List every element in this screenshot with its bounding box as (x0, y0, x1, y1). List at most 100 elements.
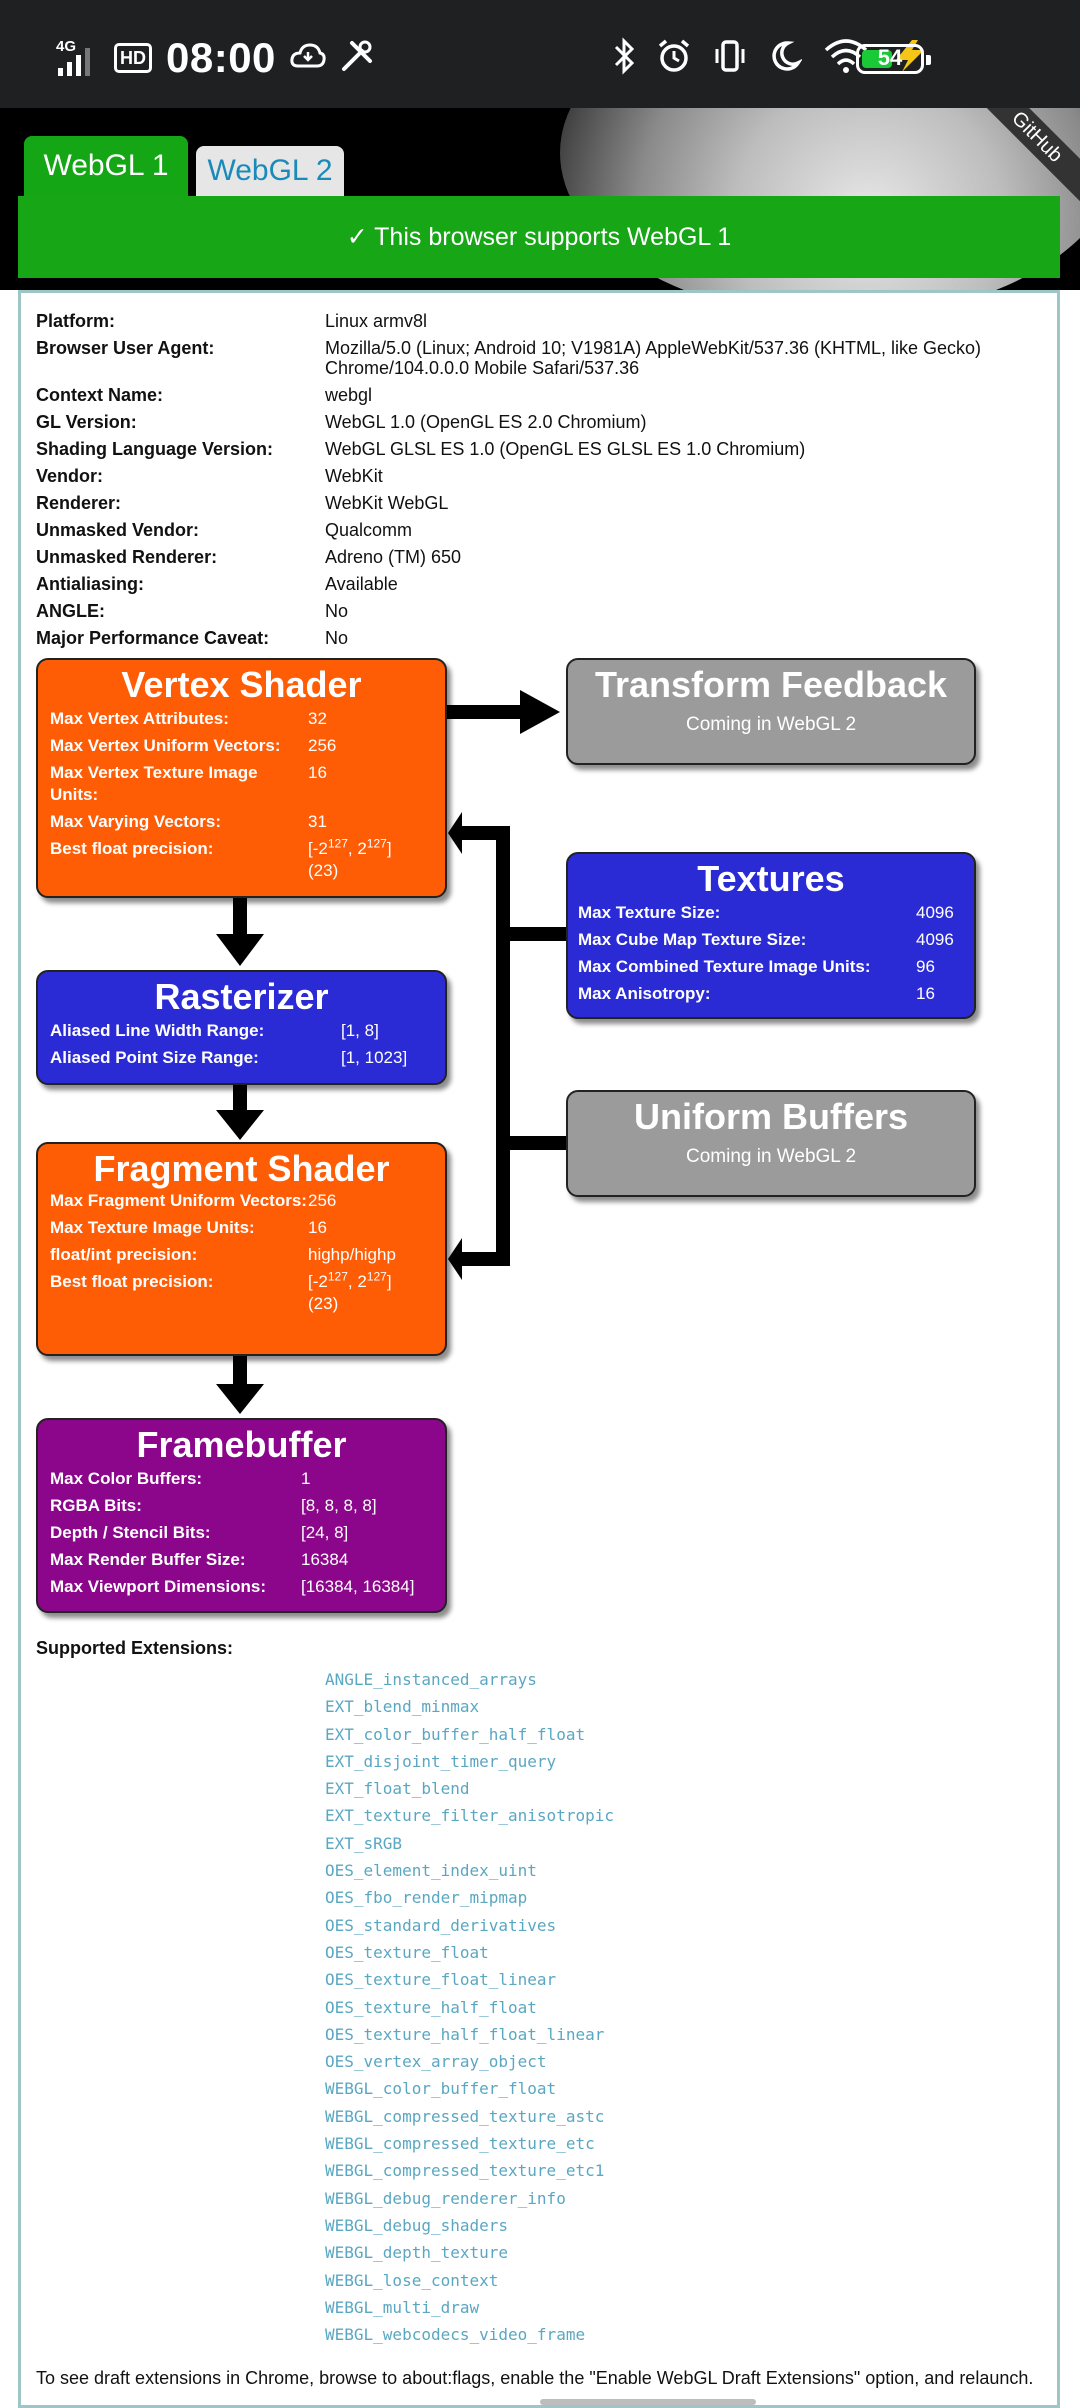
uniform-buffers-title: Uniform Buffers (633, 1096, 908, 1137)
battery-level: 54 (877, 45, 903, 70)
battery-icon: 54 (856, 44, 931, 74)
extension-link[interactable]: OES_fbo_render_mipmap (325, 1888, 528, 1908)
prop-row: float/int precision:highp/highp (50, 1244, 435, 1266)
info-value: No (325, 628, 349, 648)
prop-value: 16 (308, 1218, 327, 1237)
extension-link[interactable]: OES_texture_half_float_linear (325, 2024, 605, 2044)
float-precision-value: [-2127, 2127] (23) (308, 836, 392, 880)
context-info-table: Platform:Linux armv8l Browser User Agent… (36, 308, 1046, 652)
prop-key: Max Vertex Uniform Vectors: (50, 736, 281, 755)
prop-value: highp/highp (308, 1245, 396, 1264)
horizontal-scrollbar[interactable] (540, 2399, 756, 2405)
prop-row: Depth / Stencil Bits: [24, 8] (50, 1522, 435, 1544)
extension-link[interactable]: EXT_blend_minmax (325, 1697, 480, 1717)
tools-icon (340, 39, 374, 78)
extension-link[interactable]: WEBGL_color_buffer_float (325, 2079, 557, 2099)
prop-key: Max Fragment Uniform Vectors: (50, 1191, 307, 1210)
extension-link[interactable]: OES_texture_float_linear (325, 1970, 557, 1990)
charging-icon (890, 38, 930, 79)
info-row-unmasked-vendor: Unmasked Vendor:Qualcomm (36, 517, 1046, 544)
prop-key: Best float precision: (50, 839, 214, 858)
prop-key: Max Anisotropy: (578, 984, 711, 1003)
info-row-antialiasing: Antialiasing:Available (36, 571, 1046, 598)
prop-key: Max Color Buffers: (50, 1469, 203, 1488)
tab-webgl-1[interactable]: WebGL 1 (24, 136, 188, 196)
extension-link[interactable]: WEBGL_depth_texture (325, 2243, 509, 2263)
prop-row: RGBA Bits:[8, 8, 8, 8] (50, 1495, 435, 1517)
draft-extensions-note: To see draft extensions in Chrome, brows… (36, 2368, 1034, 2388)
info-row-shading-language: Shading Language Version:WebGL GLSL ES 1… (36, 436, 1046, 463)
prop-value: 16 (308, 763, 327, 782)
tab-webgl-2[interactable]: WebGL 2 (196, 146, 344, 196)
prop-value: [1, 8] (341, 1021, 379, 1040)
extension-link[interactable]: EXT_sRGB (325, 1833, 403, 1853)
prop-key: Max Texture Size: (578, 903, 721, 922)
extension-link[interactable]: OES_texture_half_float (325, 1997, 537, 2017)
signal-icon: 4G (56, 38, 100, 78)
prop-key: Max Render Buffer Size: (50, 1550, 246, 1569)
prop-key: Max Vertex Texture Image Units: (50, 763, 258, 804)
extension-link[interactable]: ANGLE_instanced_arrays (325, 1670, 537, 1689)
extension-link[interactable]: OES_element_index_uint (325, 1861, 537, 1881)
extension-link[interactable]: WEBGL_webcodecs_video_frame (325, 2325, 586, 2345)
prop-row: Max Fragment Uniform Vectors:256 (50, 1190, 435, 1212)
prop-value: [24, 8] (301, 1523, 349, 1542)
extension-link[interactable]: WEBGL_compressed_texture_astc (325, 2106, 605, 2126)
prop-key: Depth / Stencil Bits: (50, 1523, 211, 1542)
clock: 08:00 (166, 34, 276, 81)
extension-link[interactable]: WEBGL_compressed_texture_etc1 (325, 2161, 605, 2181)
fragment-shader-title: Fragment Shader (93, 1148, 390, 1189)
transform-feedback-title: Transform Feedback (594, 664, 948, 705)
extension-link[interactable]: WEBGL_compressed_texture_etc (325, 2134, 595, 2154)
prop-value: 31 (308, 812, 327, 831)
extension-link[interactable]: OES_vertex_array_object (325, 2052, 547, 2072)
moon-icon (768, 39, 803, 78)
extension-link[interactable]: EXT_color_buffer_half_float (325, 1724, 586, 1744)
info-value: WebKit (325, 466, 383, 486)
float-precision-value: [-2127, 2127] (23) (308, 1269, 392, 1313)
extension-link[interactable]: EXT_disjoint_timer_query (325, 1751, 557, 1771)
prop-key: Aliased Point Size Range: (50, 1048, 259, 1067)
prop-value: 4096 (916, 903, 954, 922)
status-bar: 4G HD 08:00 (0, 0, 1080, 108)
extensions-list: ANGLE_instanced_arrays EXT_blend_minmax … (325, 1666, 614, 2348)
info-row-unmasked-renderer: Unmasked Renderer:Adreno (TM) 650 (36, 544, 1046, 571)
prop-key: Max Texture Image Units: (50, 1218, 255, 1237)
prop-value: 96 (916, 957, 935, 976)
info-row-performance-caveat: Major Performance Caveat:No (36, 625, 1046, 652)
prop-key: Aliased Line Width Range: (50, 1021, 265, 1040)
textures-title: Textures (697, 858, 845, 899)
prop-value: 1 (301, 1469, 311, 1488)
extension-link[interactable]: OES_texture_float (325, 1942, 489, 1962)
extension-link[interactable]: EXT_texture_filter_anisotropic (325, 1806, 614, 1826)
info-row-renderer: Renderer:WebKit WebGL (36, 490, 1046, 517)
info-value: Mozilla/5.0 (Linux; Android 10; V1981A) … (325, 338, 982, 378)
prop-row: Max Cube Map Texture Size:4096 (578, 929, 964, 951)
info-key: Renderer: (36, 493, 122, 513)
prop-row: Max Texture Image Units: 16 (50, 1217, 435, 1239)
info-row-angle: ANGLE:No (36, 598, 1046, 625)
prop-row: Max Varying Vectors: 31 (50, 811, 435, 833)
support-banner: ✓ This browser supports WebGL 1 (18, 196, 1060, 278)
vertex-shader-title: Vertex Shader (121, 664, 362, 705)
prop-key: Max Cube Map Texture Size: (578, 930, 807, 949)
cloud-sync-icon (290, 42, 326, 75)
uniform-buffers-note: Coming in WebGL 2 (685, 1146, 857, 1167)
network-type: 4G (56, 38, 77, 55)
info-value: Adreno (TM) 650 (325, 547, 462, 567)
extension-link[interactable]: OES_standard_derivatives (325, 1915, 557, 1935)
info-row-context-name: Context Name:webgl (36, 382, 1046, 409)
prop-value: 256 (308, 1191, 337, 1210)
extension-link[interactable]: WEBGL_debug_renderer_info (325, 2188, 566, 2208)
info-value: WebGL GLSL ES 1.0 (OpenGL ES GLSL ES 1.0… (325, 439, 806, 459)
extension-link[interactable]: WEBGL_multi_draw (325, 2297, 480, 2317)
extension-link[interactable]: WEBGL_lose_context (325, 2270, 499, 2290)
prop-key: Max Combined Texture Image Units: (578, 957, 871, 976)
extension-link[interactable]: EXT_float_blend (325, 1779, 470, 1799)
extension-link[interactable]: WEBGL_debug_shaders (325, 2215, 509, 2235)
bluetooth-icon (612, 36, 636, 80)
prop-key: Max Varying Vectors: (50, 812, 222, 831)
vibrate-icon (712, 38, 748, 79)
info-row-user-agent: Browser User Agent:Mozilla/5.0 (Linux; A… (36, 335, 1046, 382)
prop-row: Aliased Line Width Range: [1, 8] (50, 1020, 435, 1042)
